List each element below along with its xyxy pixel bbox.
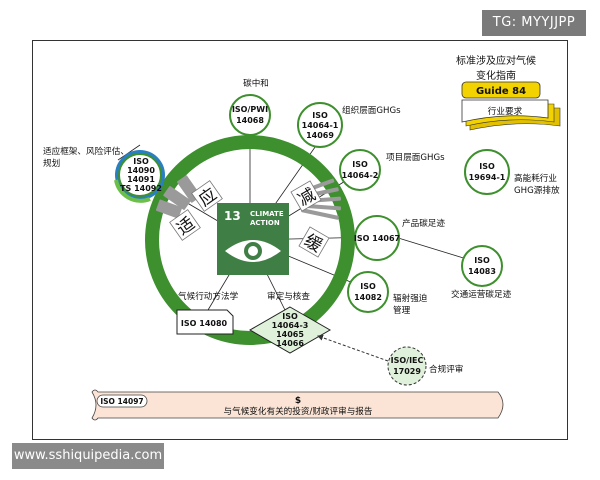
svg-text:ISO 14067: ISO 14067 (354, 234, 400, 243)
label-radiative-line2: 管理 (393, 304, 411, 316)
svg-text:14064-3: 14064-3 (272, 321, 309, 330)
dashed-arrow-17029 (317, 334, 389, 362)
svg-text:ISO: ISO (133, 157, 149, 166)
eye-globe-icon (225, 240, 281, 262)
svg-text:14068: 14068 (236, 116, 264, 125)
node-iso-14080: ISO 14080 (176, 309, 234, 335)
label-product-footprint: 产品碳足迹 (402, 217, 445, 229)
svg-text:14066: 14066 (276, 339, 304, 348)
ring-char-mit2: 缓 (298, 226, 330, 258)
svg-text:17029: 17029 (393, 367, 421, 376)
sdg-line2: ACTION (250, 219, 280, 227)
node-iso-14064-3-diamond: ISO 14064-3 14065 14066 (248, 306, 332, 354)
label-energy-intensive-line2: GHG源排放 (514, 184, 560, 196)
finance-text: 与气候变化有关的投资/财政评审与报告 (224, 405, 373, 417)
watermark-top: TG: MYYJJPP (482, 10, 586, 36)
node-iso-iec-17029: ISO/IEC 17029 (387, 346, 427, 386)
svg-text:ISO: ISO (352, 160, 368, 169)
iso-14097-label: ISO 14097 (100, 397, 143, 406)
svg-text:14091: 14091 (127, 175, 155, 184)
label-verification: 审定与核查 (267, 290, 310, 302)
svg-text:ISO/PWI: ISO/PWI (232, 105, 268, 114)
svg-text:ISO: ISO (312, 111, 328, 120)
svg-text:ISO 14080: ISO 14080 (181, 319, 228, 328)
guide-label: Guide 84 (476, 86, 526, 97)
node-iso-pwi-14068: ISO/PWI 14068 (229, 94, 271, 136)
svg-text:14082: 14082 (354, 293, 382, 302)
guide-sub-label: 行业要求 (488, 105, 523, 117)
svg-text:14083: 14083 (468, 267, 496, 276)
node-iso-14083: ISO 14083 (461, 245, 503, 287)
label-project-ghg: 项目层面GHGs (386, 152, 445, 163)
svg-text:ISO: ISO (360, 282, 376, 291)
watermark-bottom: www.sshiquipedia.com (12, 443, 164, 469)
iso-14097-tag (96, 394, 148, 408)
label-carbon-neutral: 碳中和 (243, 77, 269, 89)
finance-banner: ISO 14097 $ 与气候变化有关的投资/财政评审与报告 (91, 389, 504, 421)
node-iso-14064-1: ISO 14064-1 14069 (297, 102, 343, 148)
dollar-icon: $ (295, 396, 301, 406)
label-radiative-line1: 辐射强迫 (393, 292, 428, 304)
label-transport-footprint: 交通运营碳足迹 (451, 288, 512, 300)
node-iso-14082: ISO 14082 (347, 271, 389, 313)
node-iso-14064-2: ISO 14064-2 (339, 149, 381, 191)
node-iso-14067: ISO 14067 (354, 215, 400, 261)
svg-text:ISO: ISO (479, 162, 495, 171)
outer-ring (145, 135, 355, 345)
title-line2: 变化指南 (476, 69, 516, 82)
sdg-number: 13 (224, 209, 241, 223)
node-iso-19694-1: ISO 19694-1 (464, 149, 510, 195)
node-iso-14090: ISO 14090 14091 TS 14092 (114, 150, 165, 203)
title-line1: 标准涉及应对气候 (456, 54, 536, 67)
ring-char-mit1: 减 (290, 180, 322, 212)
svg-text:ISO: ISO (282, 312, 298, 321)
label-org-ghg: 组织层面GHGs (342, 104, 401, 116)
label-adapt-line2: 规划 (43, 157, 60, 169)
label-conformity: 合规评审 (429, 363, 463, 375)
svg-text:TS 14092: TS 14092 (120, 184, 162, 193)
guide-84-stack: 行业要求 Guide 84 (461, 81, 561, 131)
svg-text:14064-1: 14064-1 (302, 121, 339, 130)
svg-text:14065: 14065 (276, 330, 304, 339)
svg-text:14064-2: 14064-2 (342, 171, 379, 180)
label-adapt-line1: 适应框架、风险评估、 (43, 145, 129, 157)
label-methodology: 气候行动方法学 (178, 290, 239, 302)
svg-text:ISO: ISO (474, 256, 490, 265)
label-energy-intensive-line1: 高能耗行业 (514, 172, 557, 184)
sdg-line1: CLIMATE (250, 210, 284, 218)
svg-text:ISO/IEC: ISO/IEC (391, 356, 424, 365)
svg-text:14090: 14090 (127, 166, 155, 175)
svg-text:19694-1: 19694-1 (469, 173, 506, 182)
sdg13-climate-action-tile: 13 CLIMATE ACTION (217, 203, 289, 275)
svg-text:14069: 14069 (306, 131, 334, 140)
